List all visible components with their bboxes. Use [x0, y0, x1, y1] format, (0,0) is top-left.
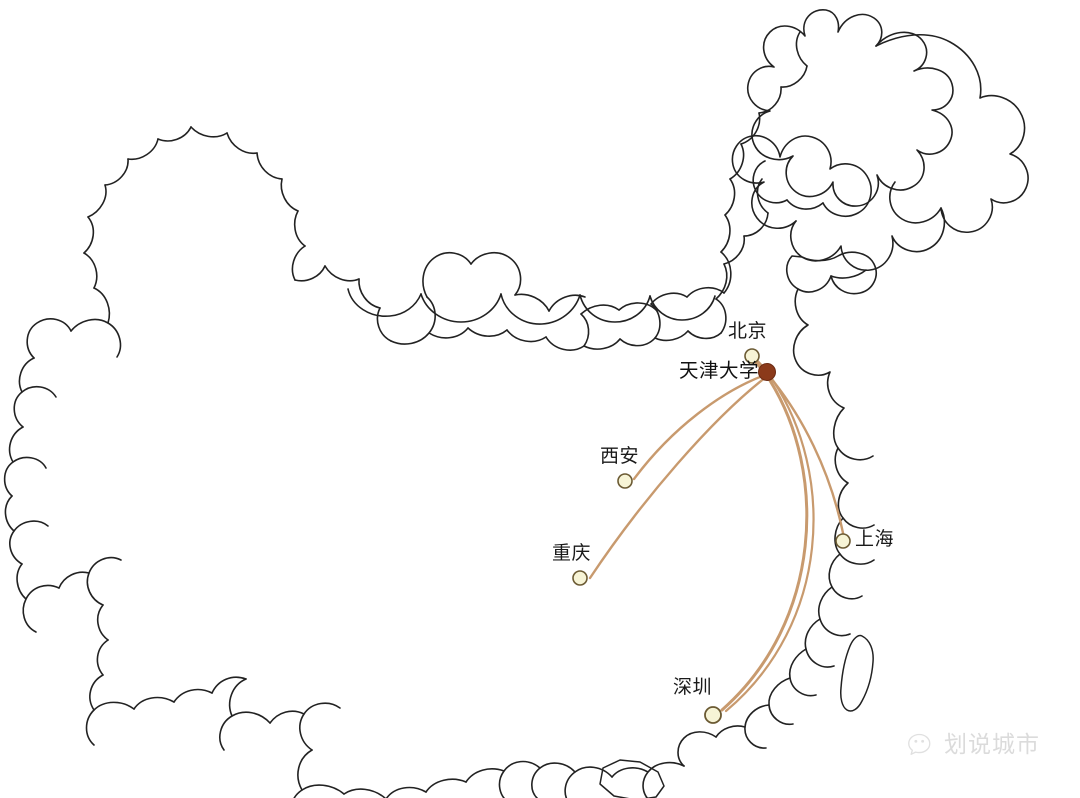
wechat-icon [908, 733, 931, 755]
taiwan-island [840, 634, 874, 712]
city-label-xian: 西安 [600, 445, 640, 467]
city-marker-beijing[interactable] [744, 348, 760, 364]
china-border-outline [3, 9, 1029, 798]
route-arc-xian [632, 373, 767, 481]
city-label-chongqing: 重庆 [552, 542, 592, 564]
hub-marker-tianjin-university[interactable] [758, 363, 776, 381]
city-marker-chongqing[interactable] [572, 570, 588, 586]
inner-mongolia-scallops [347, 288, 716, 325]
watermark: 划说城市 [908, 732, 1040, 758]
city-label-shanghai: 上海 [855, 528, 895, 550]
route-arc-shanghai [768, 375, 845, 535]
route-arc-shenzhen-2 [724, 377, 815, 713]
city-label-shenzhen: 深圳 [673, 676, 713, 698]
city-marker-shenzhen[interactable] [704, 706, 722, 724]
route-arc-shenzhen [720, 377, 809, 712]
city-markers [572, 348, 851, 724]
city-label-beijing: 北京 [728, 320, 768, 342]
route-arc-chongqing [588, 375, 768, 580]
watermark-text: 划说城市 [944, 731, 1040, 758]
route-arcs [588, 356, 845, 713]
hainan-island [599, 759, 665, 798]
city-label-tianjin-university: 天津大学 [679, 359, 760, 382]
city-marker-shanghai[interactable] [835, 533, 851, 549]
city-marker-xian[interactable] [617, 473, 633, 489]
